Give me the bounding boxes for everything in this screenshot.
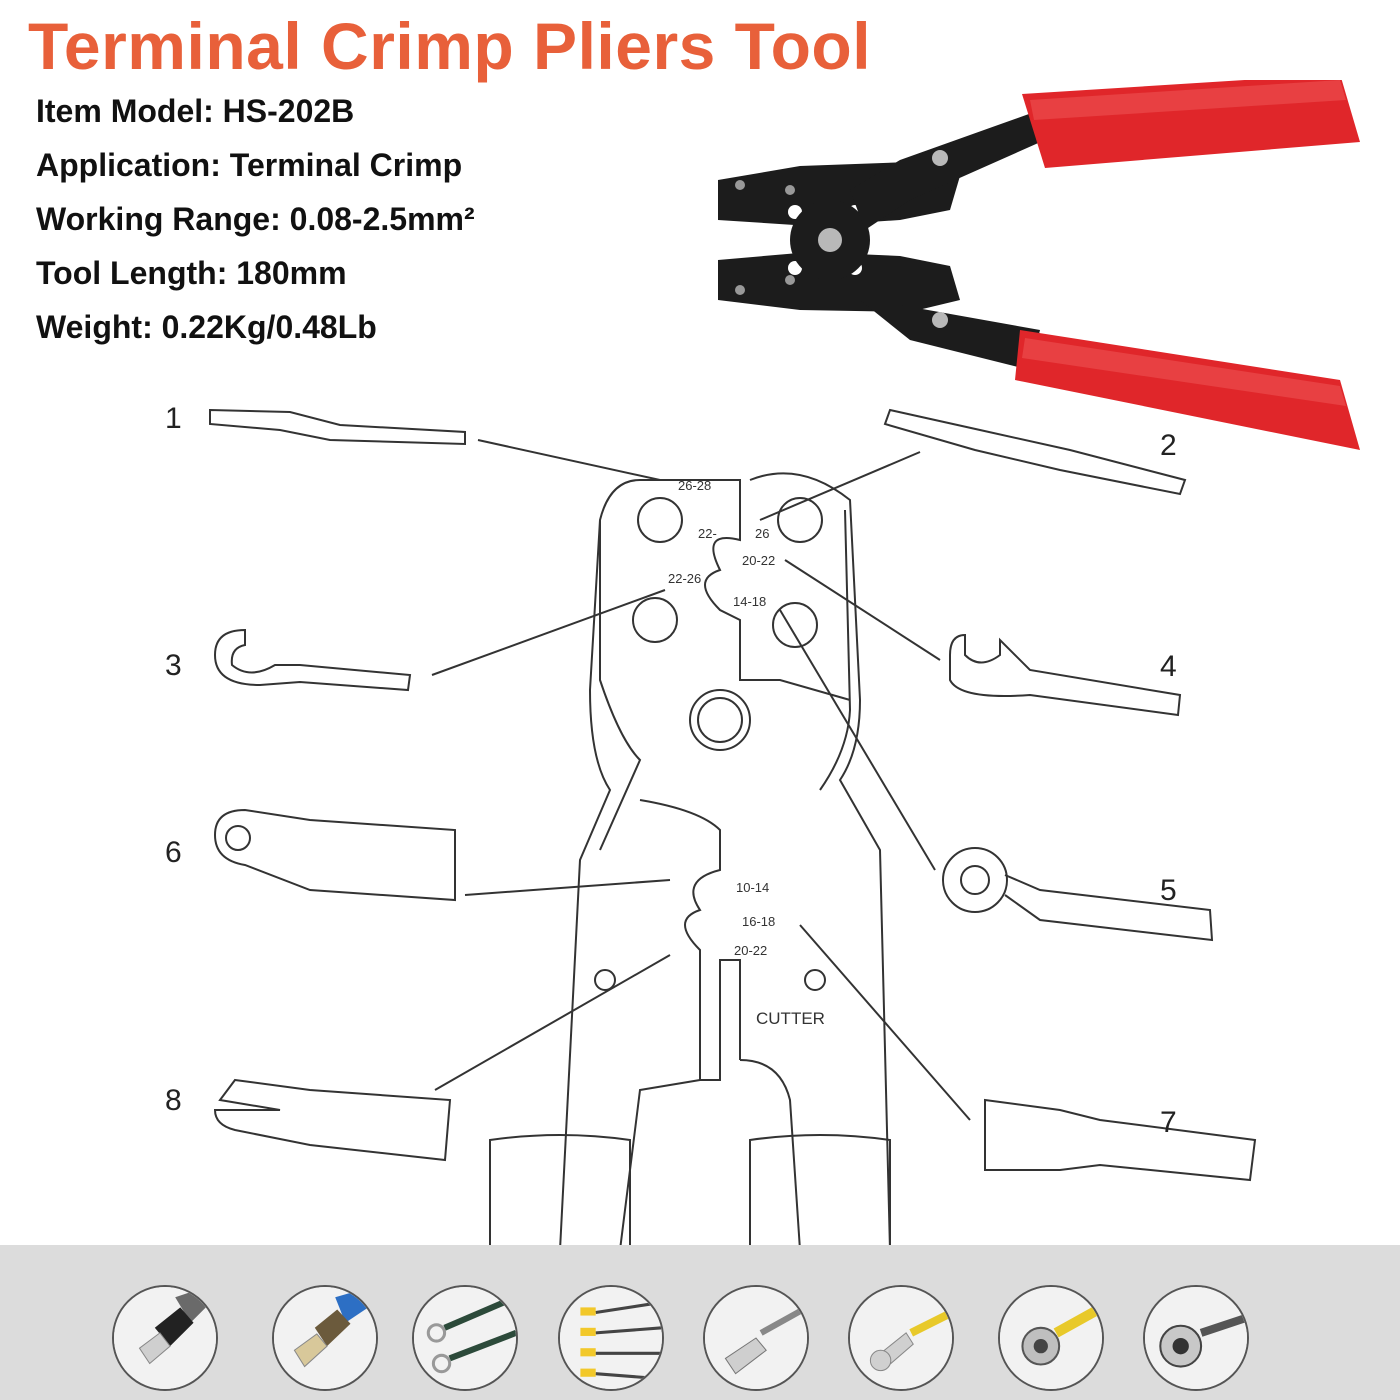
- coax-connector-icon: [1000, 1287, 1102, 1389]
- spec-item-model: Item Model: HS-202B: [36, 93, 355, 129]
- ring-lug-icon: [850, 1287, 952, 1389]
- yellow-spade-terminals-icon: [560, 1287, 662, 1389]
- page-title: Terminal Crimp Pliers Tool: [28, 9, 872, 83]
- crimp-pliers-icon: [718, 74, 1360, 450]
- spec-working-range: Working Range: 0.08-2.5mm²: [36, 201, 475, 237]
- pliers-photo: [700, 74, 1380, 480]
- thumbnail-5: [703, 1285, 809, 1391]
- callout-6: 6: [165, 836, 182, 869]
- blue-ferrule-wire-icon: [274, 1287, 376, 1389]
- gauge-20-22-lower: 20-22: [734, 943, 767, 958]
- thumbnail-3: [412, 1285, 518, 1391]
- bnc-connector-icon: [1145, 1287, 1247, 1389]
- cutter-label: CUTTER: [756, 1009, 825, 1028]
- thumbnail-8: [1143, 1285, 1249, 1391]
- callout-1: 1: [165, 402, 182, 435]
- gauge-16-18: 16-18: [742, 914, 775, 929]
- callout-5: 5: [1160, 874, 1177, 907]
- gauge-26-28: 26-28: [678, 478, 711, 493]
- thumbnail-7: [998, 1285, 1104, 1391]
- callout-7: 7: [1160, 1106, 1177, 1139]
- spec-weight: Weight: 0.22Kg/0.48Lb: [36, 309, 377, 345]
- callout-3: 3: [165, 649, 182, 682]
- thumbnail-4: [558, 1285, 664, 1391]
- spec-application: Application: Terminal Crimp: [36, 147, 463, 183]
- callout-2: 2: [1160, 429, 1177, 462]
- ferrule-terminal-icon: [114, 1287, 216, 1389]
- gauge-20-22-upper: 20-22: [742, 553, 775, 568]
- spec-tool-length: Tool Length: 180mm: [36, 255, 347, 291]
- application-strip: [0, 1245, 1400, 1400]
- gauge-14-18: 14-18: [733, 594, 766, 609]
- gauge-22-26: 22-26: [668, 571, 701, 586]
- gauge-10-14: 10-14: [736, 880, 769, 895]
- female-spade-connector-icon: [705, 1287, 807, 1389]
- thumbnail-1: [112, 1285, 218, 1391]
- callout-8: 8: [165, 1084, 182, 1117]
- crimp-diagram: 1 2 3 4 5 6 7 8 26-28 22- 26 20-22 22-26…: [0, 380, 1400, 1251]
- gauge-26: 26: [755, 526, 769, 541]
- thumbnail-6: [848, 1285, 954, 1391]
- ring-terminal-wires-icon: [414, 1287, 516, 1389]
- gauge-22: 22-: [698, 526, 717, 541]
- thumbnail-2: [272, 1285, 378, 1391]
- spec-list: Item Model: HS-202B Application: Termina…: [36, 86, 475, 356]
- callout-4: 4: [1160, 650, 1177, 683]
